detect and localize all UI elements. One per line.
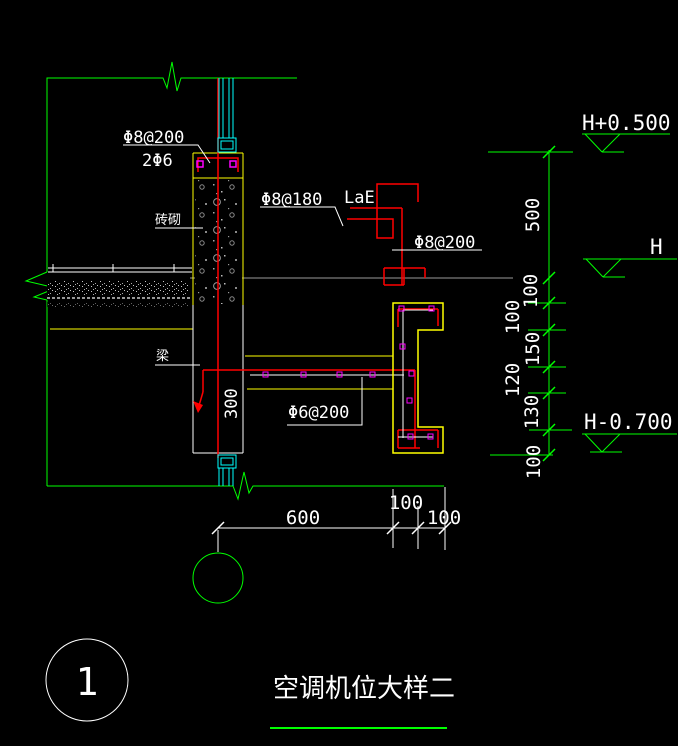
dim-150: 150 <box>522 332 544 366</box>
dim-100c: 100 <box>523 445 545 479</box>
dimension-chain-bottom: 600 100 100 <box>211 487 461 552</box>
label-anchor-note: LaE <box>344 188 375 208</box>
bar-section-dot <box>196 160 204 168</box>
dim-500: 500 <box>522 198 544 232</box>
detail-number-circle <box>45 638 129 722</box>
annotation-labels: Φ8@200 2Φ6 砖砌 Φ8@180 LaE Φ8@200 梁 300 Φ6… <box>123 128 475 423</box>
elevation-mid-text: H <box>650 235 663 259</box>
drawing-title: 空调机位大样二 <box>273 674 455 704</box>
grid-bubble <box>192 552 244 604</box>
dimension-chain-right: 500 100 100 150 120 130 100 <box>488 145 573 479</box>
label-beam-width: 300 <box>222 388 242 419</box>
rebar-arrowhead <box>193 401 203 413</box>
label-hook-rebar: Φ8@200 <box>414 233 475 253</box>
elevation-marker-upper: H+0.500 <box>582 111 671 153</box>
label-wall-top-bars: 2Φ6 <box>142 151 173 171</box>
outline-top-edge <box>46 61 297 272</box>
bar-section-dot <box>229 160 237 168</box>
floor-finish-layers <box>47 264 193 330</box>
dim-100-upper: 100 <box>389 492 423 514</box>
elevation-upper-text: H+0.500 <box>582 111 671 135</box>
label-beam: 梁 <box>156 349 169 364</box>
detail-number: 1 <box>76 660 99 704</box>
coping-rebar <box>197 157 239 172</box>
label-platform-rebar: Φ6@200 <box>288 403 349 423</box>
rebar-detail-bars <box>347 183 426 286</box>
window-frame-bottom <box>217 454 237 486</box>
elevation-marker-mid: H <box>583 235 677 278</box>
outline-bottom-edge <box>47 471 444 501</box>
title-block: 1 空调机位大样二 <box>45 638 455 729</box>
leader-lines <box>123 144 482 426</box>
dim-600: 600 <box>286 507 320 529</box>
dim-120: 120 <box>502 363 524 397</box>
elevation-lower-text: H-0.700 <box>584 410 673 434</box>
window-frame-top <box>217 78 237 153</box>
platform-slab <box>193 355 415 413</box>
platform-edge-section <box>392 302 444 454</box>
screed-hatch <box>47 281 190 295</box>
dim-100-right: 100 <box>427 507 461 529</box>
dim-100a: 100 <box>520 274 542 308</box>
dim-130: 130 <box>521 395 543 429</box>
label-slab-top-rebar: Φ8@180 <box>261 190 322 210</box>
label-brick-masonry: 砖砌 <box>155 213 181 228</box>
label-wall-top-rebar: Φ8@200 <box>123 128 184 148</box>
leader-wall-top-rebar <box>123 144 211 164</box>
leader-slab-top-rebar <box>260 206 344 227</box>
elevation-marker-lower: H-0.700 <box>582 410 677 453</box>
dim-100b: 100 <box>502 300 524 334</box>
leader-platform-rebar <box>287 377 363 426</box>
